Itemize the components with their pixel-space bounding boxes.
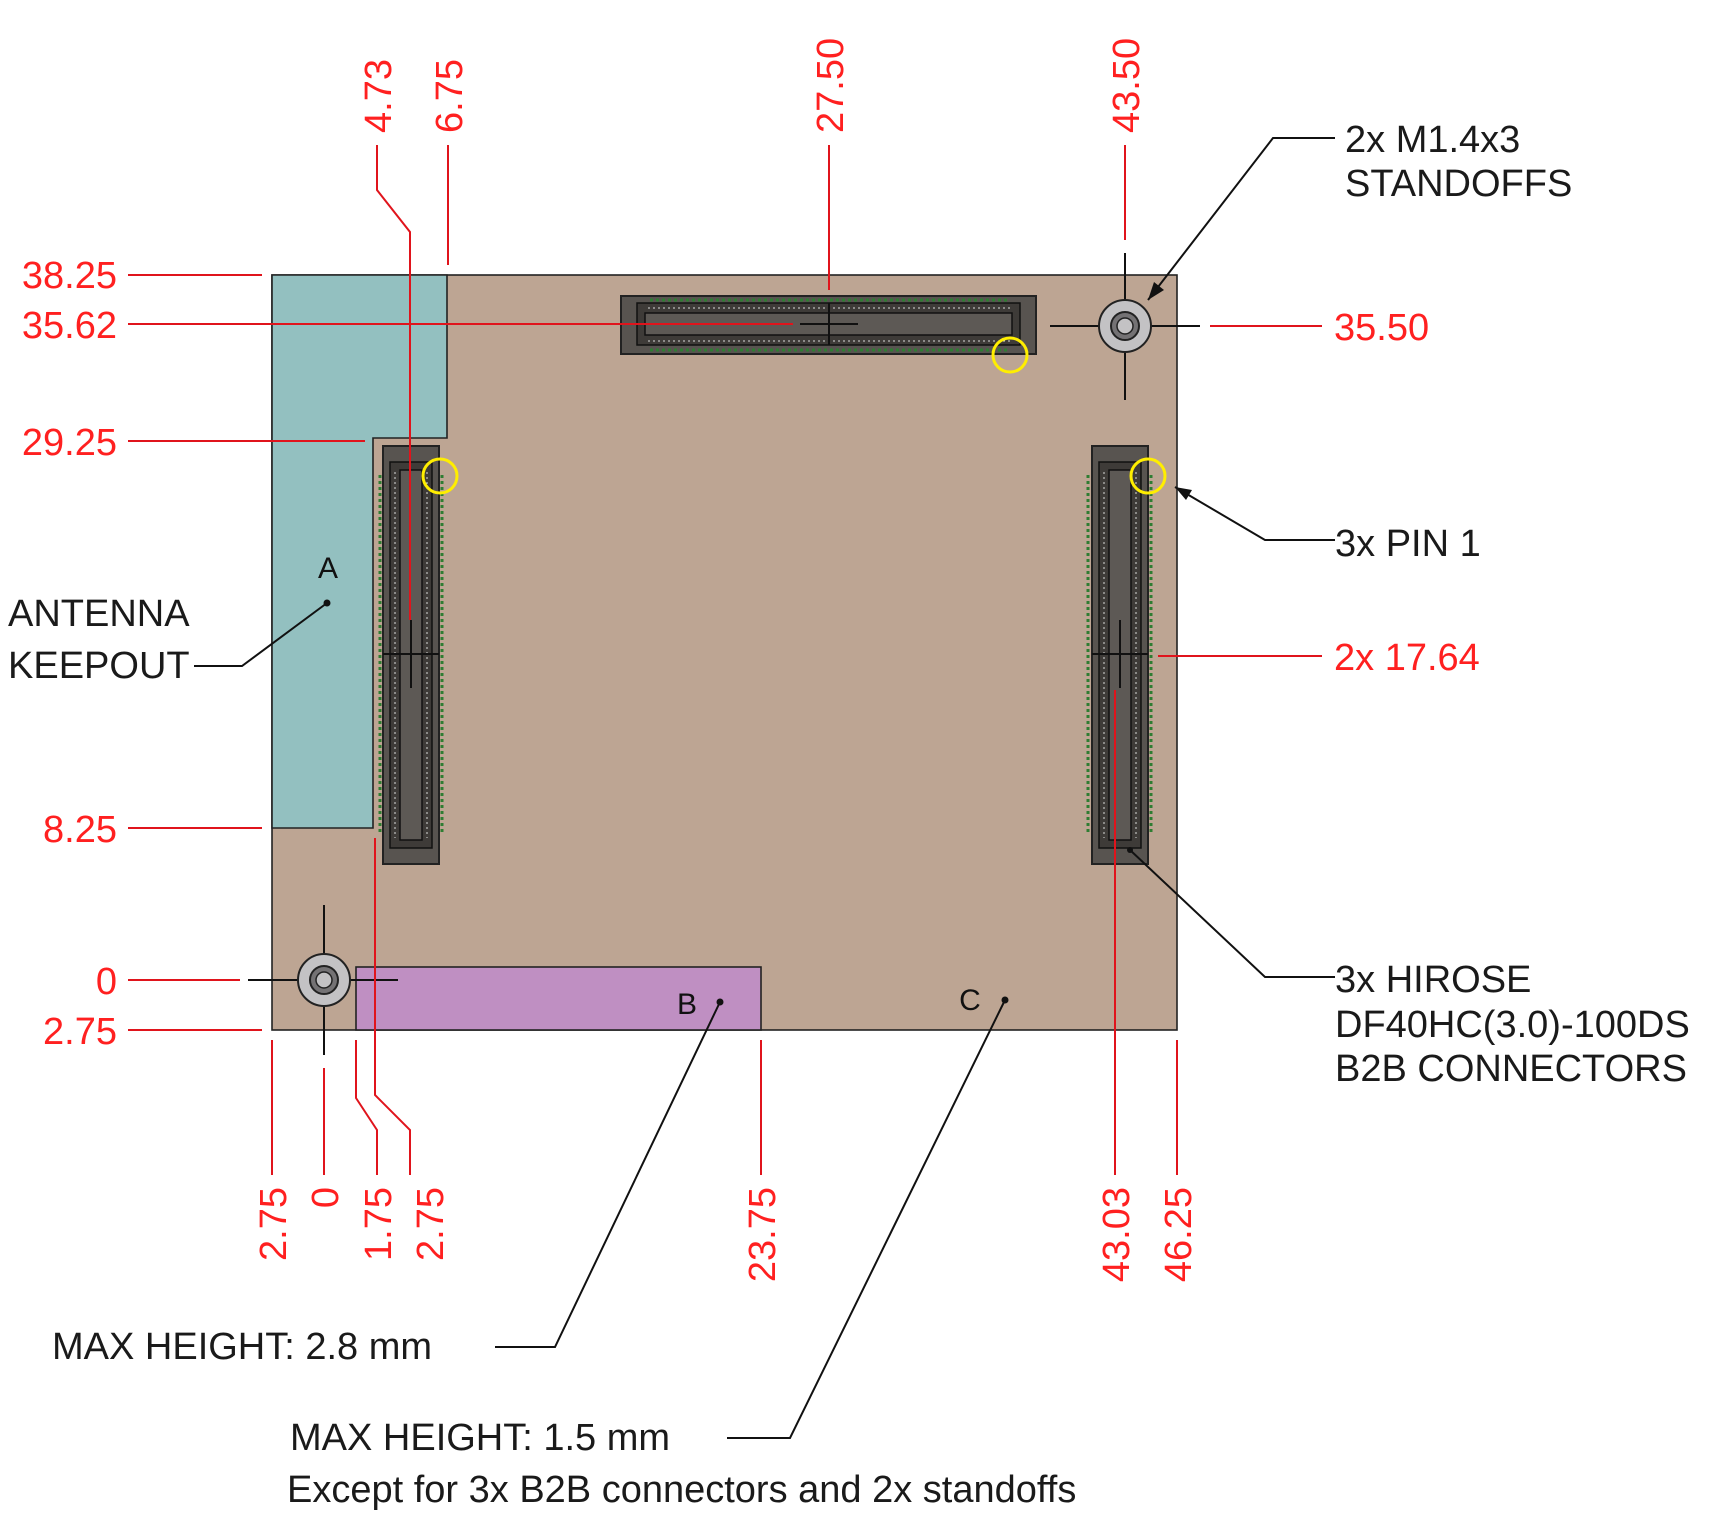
dim-bottom-2: 0 [305,1187,347,1208]
dim-bottom-3: 1.75 [358,1187,400,1261]
dim-top-4: 43.50 [1106,38,1148,133]
pin1-callout: 3x PIN 1 [1335,523,1481,565]
zone-b-area [355,966,762,1031]
antenna-callout-line1: ANTENNA [8,593,190,635]
connectors-callout-line2: DF40HC(3.0)-100DS [1335,1004,1690,1046]
antenna-callout-line2: KEEPOUT [8,645,190,687]
dim-left-4: 8.25 [43,809,117,851]
dim-bottom-5: 23.75 [742,1187,784,1282]
connectors-callout-line3: B2B CONNECTORS [1335,1048,1687,1090]
dim-top-1: 4.73 [358,59,400,133]
height-c-note: Except for 3x B2B connectors and 2x stan… [287,1469,1076,1511]
antenna-keepout-zone [271,274,448,829]
dim-bottom-4: 2.75 [410,1187,452,1261]
dim-left-3: 29.25 [22,422,117,464]
dimension-lines [128,145,1322,1175]
zone-b-label: B [677,988,697,1021]
zone-a-label: A [318,552,338,585]
zone-c-label: C [959,984,981,1017]
pin1-marker-left [421,457,459,495]
dim-left-5: 0 [96,961,117,1003]
standoffs-callout-line1: 2x M1.4x3 [1345,119,1520,161]
dim-right-1: 35.50 [1334,307,1429,349]
dim-left-1: 38.25 [22,255,117,297]
dim-top-3: 27.50 [810,38,852,133]
pin1-marker-top [991,336,1029,374]
pin1-marker-right [1129,457,1167,495]
callout-leaders [194,137,1335,1439]
standoff-top-right [1050,253,1200,400]
connectors-callout-line1: 3x HIROSE [1335,959,1531,1001]
standoff-bottom-left [248,905,398,1055]
dim-right-2: 2x 17.64 [1334,637,1480,679]
dim-top-2: 6.75 [429,59,471,133]
dim-bottom-6: 43.03 [1096,1187,1138,1282]
standoffs-callout-line2: STANDOFFS [1345,163,1572,205]
height-b-callout: MAX HEIGHT: 2.8 mm [52,1326,432,1368]
dim-bottom-7: 46.25 [1158,1187,1200,1282]
dim-bottom-1: 2.75 [253,1187,295,1261]
dim-left-6: 2.75 [43,1011,117,1053]
dim-left-2: 35.62 [22,305,117,347]
height-c-callout: MAX HEIGHT: 1.5 mm [290,1417,670,1459]
connector-centerlines [383,303,1148,688]
